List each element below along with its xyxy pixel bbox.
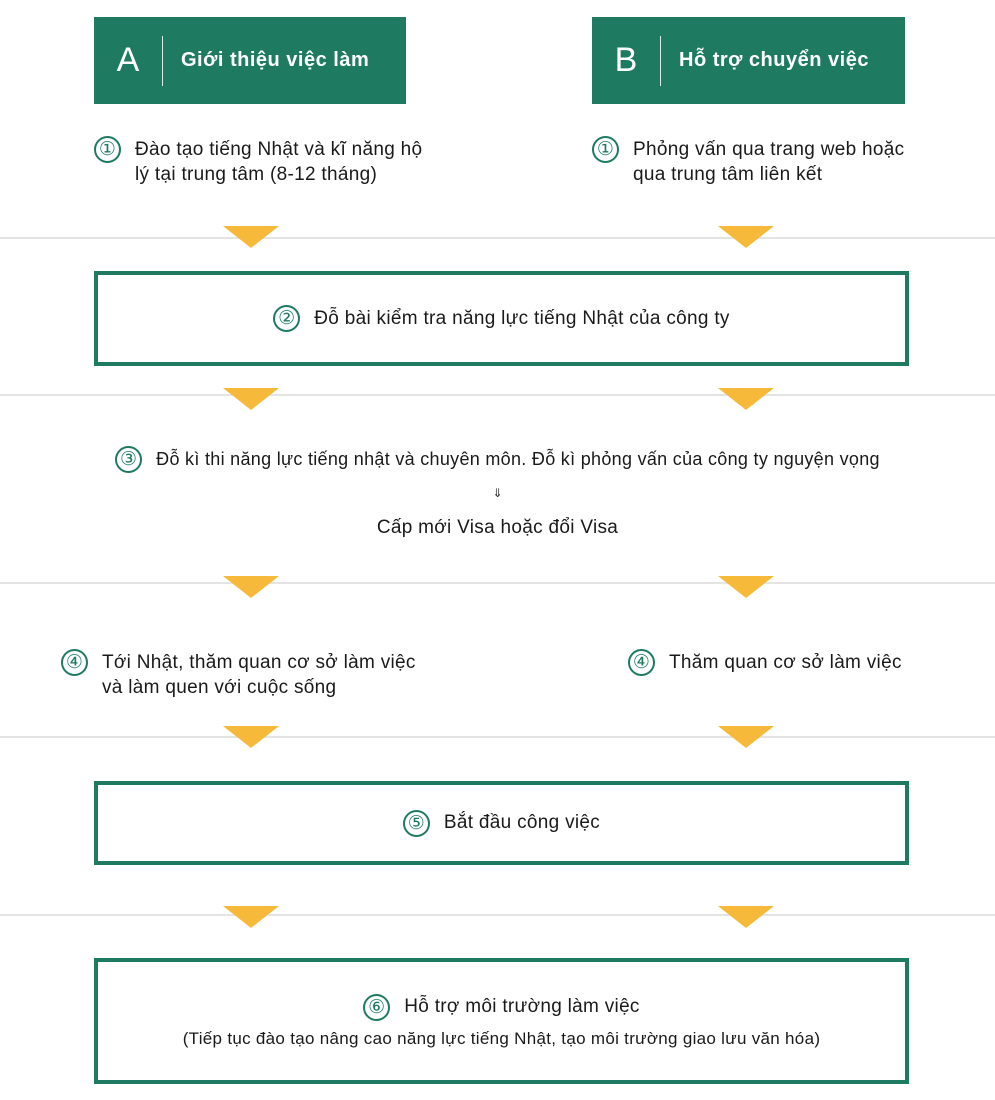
step-1a-text: Đào tạo tiếng Nhật và kĩ năng hộ lý tại … [135,137,422,187]
header-b-title: Hỗ trợ chuyển việc [679,49,869,71]
header-a-letter: A [116,41,140,79]
arrow-down-icon [223,576,279,598]
arrow-down-icon [718,226,774,248]
arrow-down-icon [718,576,774,598]
step-1b-number: ① [592,136,619,163]
step-3: ③ Đỗ kì thi năng lực tiếng nhật và chuyê… [0,444,995,474]
arrow-down-icon [223,226,279,248]
divider-1 [0,237,995,239]
step-3-text: Đỗ kì thi năng lực tiếng nhật và chuyên … [156,448,880,469]
step-1a-number: ① [94,136,121,163]
step-1a: ① Đào tạo tiếng Nhật và kĩ năng hộ lý tạ… [94,136,422,187]
step-3-double-arrow-icon: ⇓ [492,486,503,500]
divider-2 [0,394,995,396]
step-4b: ④ Thăm quan cơ sở làm việc [628,649,902,676]
step-6-heading: ⑥ Hỗ trợ môi trường làm việc [363,993,640,1021]
header-b: B Hỗ trợ chuyển việc [592,17,905,104]
step-4b-number: ④ [628,649,655,676]
step-5-text: Bắt đầu công việc [443,812,601,833]
arrow-down-icon [718,726,774,748]
arrow-down-icon [223,726,279,748]
step-1a-line1: Đào tạo tiếng Nhật và kĩ năng hộ [135,139,423,160]
step-1a-line2: lý tại trung tâm (8-12 tháng) [135,164,378,185]
step-5-box: ⑤ Bắt đầu công việc [94,781,909,865]
arrow-down-icon [223,906,279,928]
step-4a-number: ④ [61,649,88,676]
step-6-box: ⑥ Hỗ trợ môi trường làm việc (Tiếp tục đ… [94,958,909,1084]
step-4a-text: Tới Nhật, thăm quan cơ sở làm việc và là… [102,650,416,700]
step-4a-line1: Tới Nhật, thăm quan cơ sở làm việc [102,652,416,673]
header-b-letter: B [614,41,638,79]
step-2-number: ② [273,305,301,332]
step-4b-text: Thăm quan cơ sở làm việc [669,652,902,673]
step-1b-text: Phỏng vấn qua trang web hoặc qua trung t… [633,137,904,187]
step-4a-line2: và làm quen với cuộc sống [102,677,337,698]
step-1b-line1: Phỏng vấn qua trang web hoặc [633,139,905,160]
divider-4 [0,736,995,738]
step-2-box: ② Đỗ bài kiểm tra năng lực tiếng Nhật củ… [94,271,909,366]
step-5-number: ⑤ [402,809,430,837]
header-b-separator [660,35,661,86]
header-a-separator [162,35,163,86]
step-4a: ④ Tới Nhật, thăm quan cơ sở làm việc và … [61,649,416,700]
header-a-title: Giới thiệu việc làm [181,49,370,71]
step-1b: ① Phỏng vấn qua trang web hoặc qua trung… [592,136,904,187]
step-1b-line2: qua trung tâm liên kết [633,164,823,185]
step-3-number: ③ [115,445,143,473]
step-2-text: Đỗ bài kiểm tra năng lực tiếng Nhật của … [314,307,730,329]
divider-5 [0,914,995,916]
divider-3 [0,582,995,584]
step-6-number: ⑥ [363,993,391,1021]
step-6-sub: (Tiếp tục đào tạo nâng cao năng lực tiến… [182,1028,821,1048]
arrow-down-icon [223,388,279,410]
step-3-sub: Cấp mới Visa hoặc đổi Visa [376,517,619,538]
header-a: A Giới thiệu việc làm [94,17,406,104]
arrow-down-icon [718,906,774,928]
arrow-down-icon [718,388,774,410]
step-6-text: Hỗ trợ môi trường làm việc [404,996,640,1017]
